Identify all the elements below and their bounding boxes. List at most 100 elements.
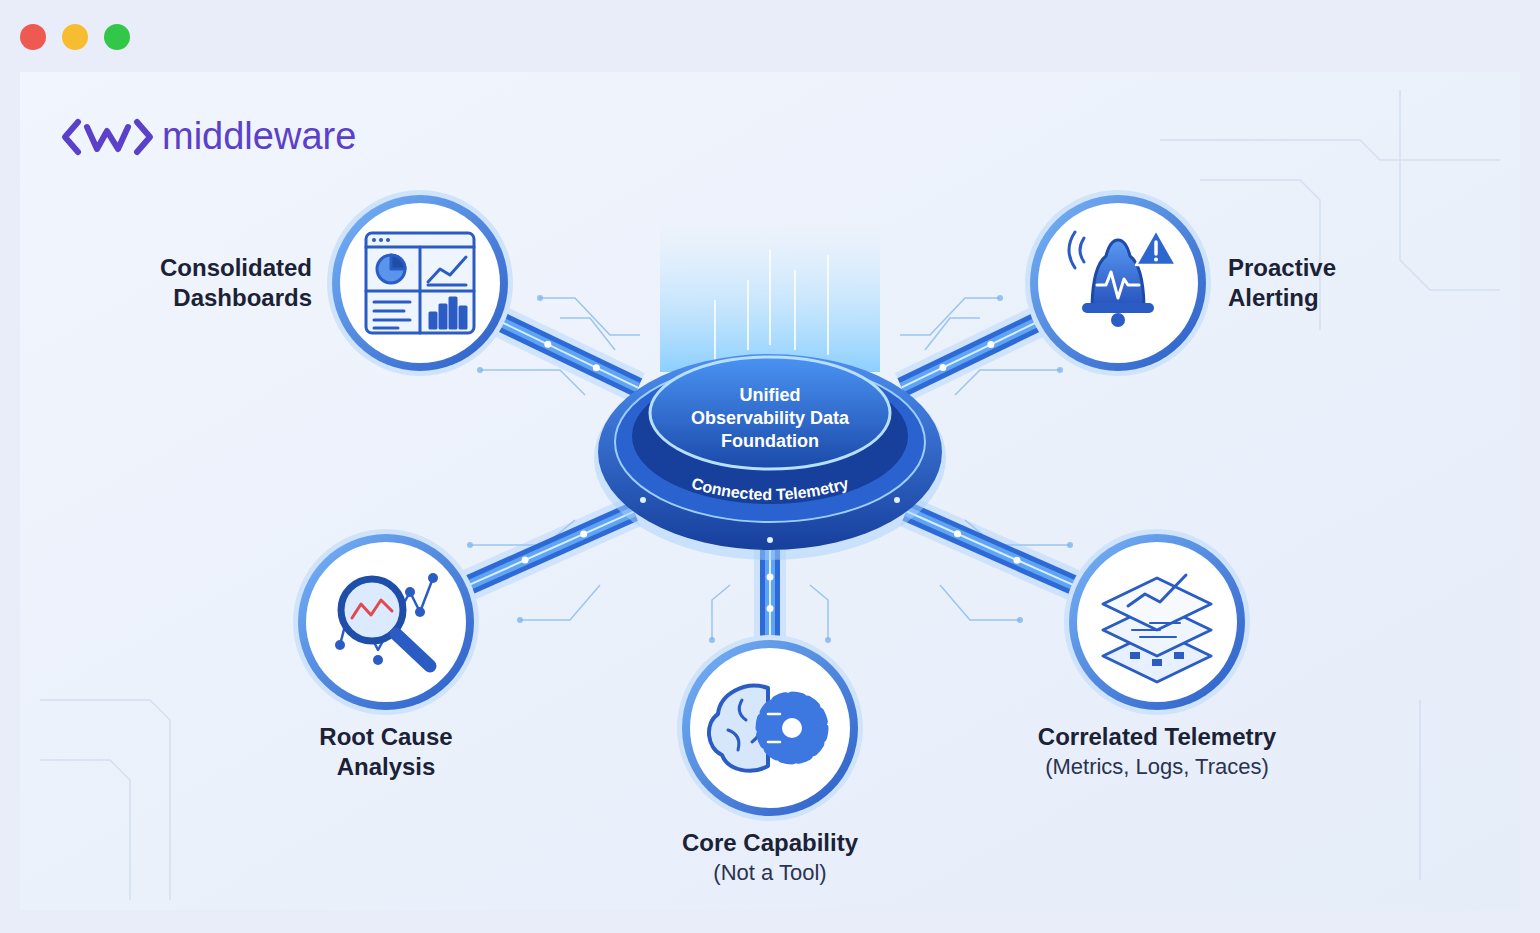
circle-label: Correlated Telemetry(Metrics, Logs, Trac… [992,722,1322,782]
icon-circles-part [1038,203,1198,363]
root-cause-icon-part [340,578,433,650]
layers-icon [1103,575,1211,682]
background-art-part-part [1017,617,1023,623]
layers-icon-part [1174,652,1184,659]
brain-gear-icon-part [728,700,759,750]
background-art-part-part [955,370,1060,395]
connector-stroke [499,321,638,388]
ring-label-part: Connected Telemetry [690,475,851,504]
connector-stroke [466,512,634,587]
dashboard-icon-part [374,310,404,313]
background-art-part-part [714,300,716,360]
capability-circle: Proactive Alerting [1030,195,1206,371]
dashboard-icon-part [428,284,466,287]
connector-stroke [499,321,638,388]
dashboard-icon-part [379,238,383,242]
logo-mark [65,122,150,152]
background-art-part [62,24,88,50]
beam-light [580,530,587,537]
connector-stroke [906,511,1076,586]
capability-title: Consolidated Dashboards [132,253,312,313]
icon-circles-part [682,640,858,816]
hub-node: Unified Observability Data FoundationCon… [598,352,942,550]
layers-icon-part [1128,575,1186,606]
connector-stroke [906,511,1076,586]
dashboard-icon-part [386,238,390,242]
background-art-part-part [1057,367,1063,373]
icon-circles-part [1025,190,1211,376]
background-art-part [660,222,880,372]
connector-stroke [466,512,634,587]
background-art-part-part [540,298,640,335]
dashboard-icon-part [377,255,405,283]
hub-platform-part [767,537,773,543]
background-art-part [715,250,828,360]
beam-light [1013,557,1020,564]
ring-label: Connected Telemetry [690,475,851,504]
logo-wordmark: middleware [162,114,356,158]
background-art-part-part [827,255,829,355]
beam-light [767,605,774,612]
dashboard-icon-part [430,313,436,328]
connector-stroke [902,321,1039,387]
connector-beam [466,512,634,587]
background-art-part-part [520,585,600,620]
connector-beam [906,511,1076,586]
dashboard-icon-part [460,307,466,328]
brain-gear-icon [709,686,822,771]
background-art-part-part [40,760,130,900]
circle-label: Proactive Alerting [1228,253,1378,313]
background-art-part-part [712,585,730,640]
background-art-part [104,24,130,50]
capability-title: Root Cause Analysis [291,722,481,782]
beam-light [544,341,551,348]
dashboard-icon-part [374,301,410,304]
capability-circle: Core Capability(Not a Tool) [682,640,858,816]
capability-subtitle: (Not a Tool) [615,858,925,888]
root-cause-icon-part [405,587,415,597]
dashboard-icon-part [372,238,376,242]
background-art-part [20,72,1520,910]
connector-stroke [769,550,771,640]
icon-circles-part [1064,529,1250,715]
icon-circles-part [1069,534,1245,710]
connector-beam [499,321,638,388]
connector-stroke [902,321,1039,387]
dashboard-icon-part [440,305,446,328]
connector-beam [902,321,1039,387]
dashboard-icon-part [366,290,474,293]
beam-light [522,557,529,564]
background-art-part [467,295,1073,643]
brain-gear-icon-part [768,741,780,744]
bell-icon-part [1082,303,1154,313]
connector-stroke [754,550,786,640]
beam-light [954,530,961,537]
dashboard-icon-part [374,327,398,330]
capability-title: Correlated Telemetry [992,722,1322,752]
layers-icon-part [1152,659,1162,666]
bell-icon-part [1154,258,1158,262]
hub-platform-part [615,362,925,522]
connector-stroke [499,321,638,388]
dashboard-icon-part [366,233,474,333]
icon-circles-part [677,635,863,821]
background-art-part-part [769,250,771,345]
icon-circles-part [1077,542,1237,702]
root-cause-icon-part [335,640,345,650]
beam-light [939,364,946,371]
circle-label: Root Cause Analysis [291,722,481,782]
connector-stroke [902,321,1039,387]
bell-icon-part [1097,272,1139,298]
circle-label: Consolidated Dashboards [132,253,312,313]
dashboard-icon-part [391,255,405,269]
capability-subtitle: (Metrics, Logs, Traces) [992,752,1322,782]
background-art-part-part [794,270,796,350]
layers-icon-part [1103,578,1211,630]
brain-gear-icon-part [762,698,822,758]
hub-platform-part [640,497,646,503]
logo-mark-part [65,122,78,152]
root-cause-icon-part [396,634,430,666]
connector-stroke [760,550,780,640]
